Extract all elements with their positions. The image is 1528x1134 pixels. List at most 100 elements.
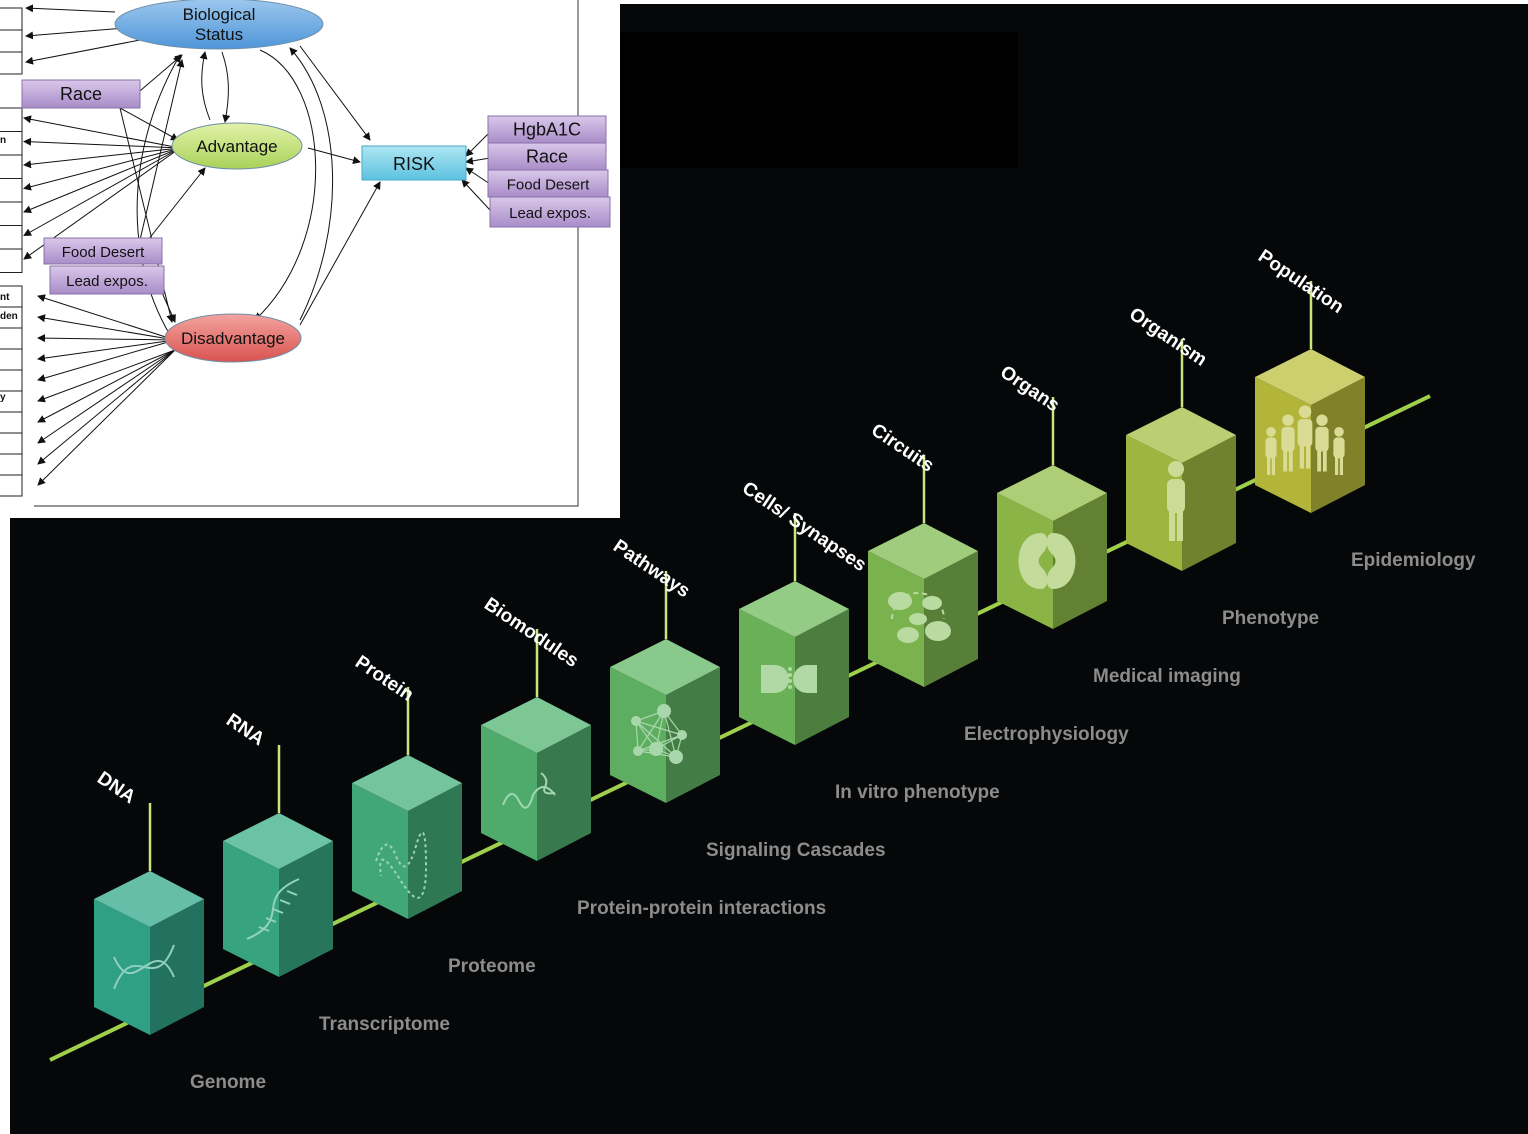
lead-exposure-factor-box: Lead expos. xyxy=(49,265,165,295)
food-desert-factor-box: Food Desert xyxy=(43,237,163,265)
relation-arrow xyxy=(299,181,381,326)
population-icon xyxy=(1265,405,1345,475)
relation-arrow xyxy=(139,59,185,241)
relation-arrow xyxy=(23,147,181,236)
relation-arrow xyxy=(465,156,491,165)
method-label: Phenotype xyxy=(1222,608,1319,629)
indicator-stub-label: n xyxy=(0,135,6,146)
relation-arrow xyxy=(461,179,491,211)
method-label: Signaling Cascades xyxy=(706,840,886,861)
dna-helix-icon xyxy=(113,944,175,990)
relation-arrow xyxy=(37,349,176,444)
relation-arrow xyxy=(147,167,206,241)
relation-arrow xyxy=(254,49,317,321)
indicator-cell xyxy=(0,201,23,226)
indicator-cell xyxy=(0,474,23,497)
indicator-cell xyxy=(0,154,23,179)
biological-status-node-label: Biological xyxy=(183,5,256,24)
disadvantage-node: Disadvantage xyxy=(164,313,302,363)
risk-model-diagram: n nt den y BiologicalStatusAdvantageDisadvan… xyxy=(0,0,620,518)
relation-arrow xyxy=(299,45,371,141)
race-factor-box: Race xyxy=(21,79,141,109)
indicator-stub-label: y xyxy=(0,392,6,403)
relation-arrow xyxy=(37,349,176,465)
kidney-organ-icon xyxy=(1018,533,1076,589)
indicator-cell xyxy=(0,225,23,250)
relation-arrow xyxy=(465,167,491,185)
protein-fold-icon xyxy=(375,831,428,899)
relation-arrow xyxy=(37,349,176,423)
relation-arrow xyxy=(307,147,361,165)
relation-arrow xyxy=(136,54,181,336)
risk-node-label: RISK xyxy=(393,154,435,174)
method-label: In vitro phenotype xyxy=(835,782,1000,803)
indicator-cell xyxy=(0,51,23,75)
indicator-stub-label: nt xyxy=(0,292,10,303)
food-desert-risk-factor-box-label: Food Desert xyxy=(507,177,590,194)
hgba1c-factor-box: HgbA1C xyxy=(487,115,607,144)
relation-arrow xyxy=(37,314,176,341)
relation-arrow xyxy=(37,349,176,403)
method-label: Genome xyxy=(190,1072,266,1093)
circuit-icon xyxy=(888,592,951,643)
relation-arrow xyxy=(37,334,176,343)
relation-arrow xyxy=(25,39,141,65)
relation-arrow xyxy=(23,137,181,149)
relation-arrow xyxy=(37,339,176,363)
relation-arrow xyxy=(221,51,231,123)
indicator-cell xyxy=(0,453,23,476)
risk-model-nodes: n nt den y BiologicalStatusAdvantageDisadvan… xyxy=(0,0,611,497)
indicator-cell xyxy=(0,178,23,203)
advantage-node: Advantage xyxy=(171,122,303,170)
indicator-cell xyxy=(0,411,23,434)
race-risk-factor-box: Race xyxy=(487,142,607,171)
method-label: Proteome xyxy=(448,956,536,977)
lead-exposure-risk-factor-box: Lead expos. xyxy=(489,196,611,228)
relation-arrow xyxy=(37,294,176,341)
advantage-node-label: Advantage xyxy=(196,137,277,156)
redaction-block xyxy=(618,32,1018,168)
person-icon xyxy=(1167,461,1185,541)
relation-arrow xyxy=(23,147,181,191)
lead-exposure-risk-factor-box-label: Lead expos. xyxy=(509,205,591,222)
indicator-cell xyxy=(0,348,23,371)
risk-node: RISK xyxy=(361,145,467,181)
biomodule-icon xyxy=(502,772,556,809)
method-label: Epidemiology xyxy=(1351,550,1476,571)
relation-arrow xyxy=(25,4,116,13)
rna-strand-icon xyxy=(246,878,300,940)
food-desert-factor-box-label: Food Desert xyxy=(62,244,145,261)
food-desert-risk-factor-box: Food Desert xyxy=(487,169,609,198)
hgba1c-factor-box-label: HgbA1C xyxy=(513,120,581,140)
risk-model-arrows xyxy=(23,4,491,486)
indicator-cell xyxy=(0,29,23,53)
relation-arrow xyxy=(465,131,491,157)
indicator-cell xyxy=(0,327,23,350)
relation-arrow xyxy=(37,339,176,382)
relation-arrow xyxy=(37,349,176,486)
lead-exposure-factor-box-label: Lead expos. xyxy=(66,273,148,290)
relation-arrow xyxy=(23,147,181,214)
race-risk-factor-box-label: Race xyxy=(526,147,568,167)
method-label: Transcriptome xyxy=(319,1014,450,1035)
indicator-cell xyxy=(0,369,23,392)
method-label: Electrophysiology xyxy=(964,724,1129,745)
relation-arrow xyxy=(199,51,211,121)
method-label: Medical imaging xyxy=(1093,666,1241,687)
indicator-stub-label: den xyxy=(0,311,18,322)
relation-arrow xyxy=(23,115,181,149)
relation-arrow xyxy=(119,107,179,141)
indicator-cell xyxy=(0,107,23,132)
method-label: Protein-protein interactions xyxy=(577,898,826,919)
indicator-cell xyxy=(0,248,23,273)
indicator-cell xyxy=(0,432,23,455)
relation-arrow xyxy=(25,27,126,40)
synapse-icon xyxy=(761,665,817,693)
pathway-network-icon xyxy=(631,704,687,764)
indicator-cell xyxy=(0,7,23,31)
